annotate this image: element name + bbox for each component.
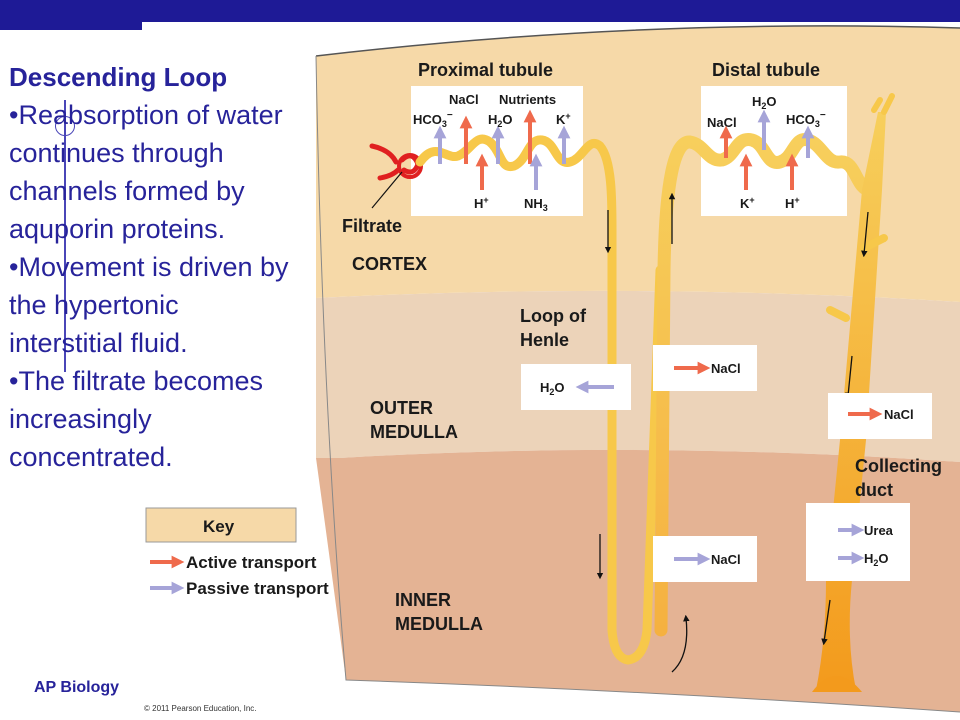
duct-base bbox=[812, 676, 862, 692]
ascending-outer-nacl-label: NaCl bbox=[711, 361, 741, 376]
distal-h-label: H+ bbox=[785, 195, 800, 211]
copyright-notice: © 2011 Pearson Education, Inc. bbox=[144, 704, 257, 713]
loop-of-henle-label-2: Henle bbox=[520, 330, 569, 350]
proximal-nutrients-label: Nutrients bbox=[499, 92, 556, 107]
footer-course-label: AP Biology bbox=[34, 679, 120, 696]
key-active-label: Active transport bbox=[186, 553, 317, 572]
proximal-h2o-label: H2O bbox=[488, 112, 513, 129]
slide-text-block: Descending Loop •Reabsorption of water c… bbox=[9, 58, 299, 476]
bullet-movement: •Movement is driven by the hypertonic in… bbox=[9, 252, 289, 358]
outer-medulla-label-1: OUTER bbox=[370, 398, 433, 418]
distal-hco3-label: HCO3− bbox=[786, 110, 826, 129]
region-border-left bbox=[315, 55, 960, 713]
region-border bbox=[315, 25, 960, 57]
ascending-inner-nacl-label: NaCl bbox=[711, 552, 741, 567]
collecting-duct-label-2: duct bbox=[855, 480, 893, 500]
flow-arrow-duct-upper bbox=[861, 211, 869, 258]
outer-medulla-label-2: MEDULLA bbox=[370, 422, 458, 442]
key-title: Key bbox=[203, 517, 235, 536]
flow-arrow-duct-lower bbox=[821, 599, 831, 646]
loop-h2o-label: H2O bbox=[540, 380, 565, 397]
collecting-duct-label-1: Collecting bbox=[855, 456, 942, 476]
duct-branch-2 bbox=[826, 306, 850, 322]
distal-tubule-label: Distal tubule bbox=[712, 60, 820, 80]
distal-h2o-label: H2O bbox=[752, 94, 777, 111]
distal-nacl-label: NaCl bbox=[707, 115, 737, 130]
ascending-limb bbox=[654, 133, 877, 637]
duct-inner-box bbox=[806, 503, 910, 581]
duct-outer-nacl-label: NaCl bbox=[884, 407, 914, 422]
duct-branch-top bbox=[871, 93, 895, 115]
inner-medulla-label-1: INNER bbox=[395, 590, 451, 610]
key-passive-label: Passive transport bbox=[186, 579, 329, 598]
decorative-vertical-line bbox=[64, 100, 66, 372]
flow-arrow-loop-turn bbox=[671, 614, 690, 673]
top-banner bbox=[0, 0, 960, 22]
bullet-filtrate: •The filtrate becomes increasingly conce… bbox=[9, 366, 264, 472]
proximal-tubule bbox=[415, 134, 665, 665]
top-banner-accent bbox=[0, 22, 142, 30]
proximal-hco3-label: HCO3− bbox=[413, 110, 453, 129]
key-header-box bbox=[145, 507, 297, 543]
inner-medulla-region bbox=[316, 449, 960, 712]
duct-branch-1 bbox=[860, 234, 888, 252]
flow-arrow-duct-middle bbox=[845, 355, 853, 400]
duct-h2o-label: H2O bbox=[864, 551, 889, 568]
distal-k-label: K+ bbox=[740, 195, 755, 211]
loop-of-henle-label-1: Loop of bbox=[520, 306, 587, 326]
ascending-inner-nacl-box bbox=[653, 536, 757, 582]
decorative-circle bbox=[55, 116, 75, 136]
proximal-k-label: K+ bbox=[556, 111, 571, 127]
proximal-nh3-label: NH3 bbox=[524, 196, 548, 213]
inner-medulla-label-2: MEDULLA bbox=[395, 614, 483, 634]
slide-title: Descending Loop bbox=[9, 62, 228, 92]
proximal-tubule-label: Proximal tubule bbox=[418, 60, 553, 80]
ascending-outer-nacl-box bbox=[653, 345, 757, 391]
loop-h2o-box bbox=[521, 364, 631, 410]
filtrate-pointer bbox=[371, 171, 403, 209]
proximal-h-label: H+ bbox=[474, 195, 489, 211]
proximal-nacl-label: NaCl bbox=[449, 92, 479, 107]
filtrate-label: Filtrate bbox=[342, 216, 402, 236]
cortex-label: CORTEX bbox=[352, 254, 427, 274]
duct-outer-nacl-box bbox=[828, 393, 932, 439]
duct-urea-label: Urea bbox=[864, 523, 894, 538]
bullet-reabsorption: •Reabsorption of water continues through… bbox=[9, 100, 283, 244]
outer-medulla-region bbox=[316, 290, 960, 462]
